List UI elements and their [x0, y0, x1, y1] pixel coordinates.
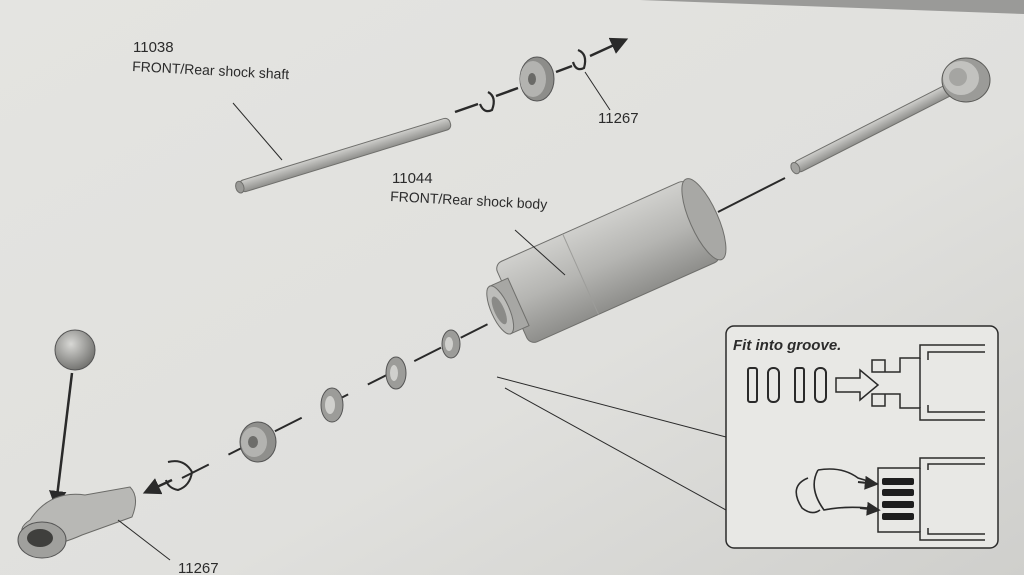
shaft-with-cap [790, 57, 991, 175]
piston-disc [519, 56, 555, 102]
body-part-number: 11044 [392, 170, 433, 187]
callout-line-lower [504, 387, 727, 511]
direction-arrow-bottom [142, 478, 173, 495]
inset-tool-arrow-top [857, 475, 879, 490]
shock-body-11044 [486, 178, 727, 343]
callout-line-upper [496, 376, 727, 438]
inset-body-section-bottom [877, 457, 985, 541]
inset-tool-arrow-bottom [859, 501, 881, 516]
e-clip-lower [165, 460, 194, 492]
e-clip-11267-top [571, 48, 587, 71]
ball-insert-arrow [48, 372, 74, 509]
o-ring-2 [385, 356, 407, 390]
inset-body-section-top [871, 344, 985, 421]
direction-arrow-top [589, 37, 629, 58]
leader-line-shaft [232, 102, 283, 161]
leader-line-body [514, 229, 566, 276]
inset-fit-into-groove: Fit into groove. [725, 325, 999, 549]
inset-title: Fit into groove. [733, 337, 841, 354]
inset-o-rings [747, 367, 827, 403]
axis-line [495, 86, 519, 98]
paper-edge-shadow [640, 0, 1024, 14]
leader-line-11267-top [584, 71, 611, 111]
e-clip-upper-left [478, 91, 495, 113]
spacer-bushing [239, 421, 277, 463]
pivot-ball [54, 329, 96, 371]
o-ring-1 [441, 329, 461, 359]
shock-shaft-11038 [235, 117, 452, 194]
clip-top-part-number: 11267 [598, 110, 639, 127]
inset-fitted-rings [882, 478, 914, 520]
rod-end-part-number: 11267 [178, 560, 219, 575]
axis-line [454, 102, 479, 114]
inset-pick-tool [795, 468, 879, 514]
inset-insert-arrow [835, 368, 880, 402]
axis-line [555, 64, 573, 74]
o-ring-3 [320, 387, 344, 423]
shaft-part-number: 11038 [133, 39, 174, 56]
leader-line-rod-end [117, 519, 171, 561]
rod-end-11267 [17, 486, 136, 559]
axis-line [717, 177, 786, 213]
